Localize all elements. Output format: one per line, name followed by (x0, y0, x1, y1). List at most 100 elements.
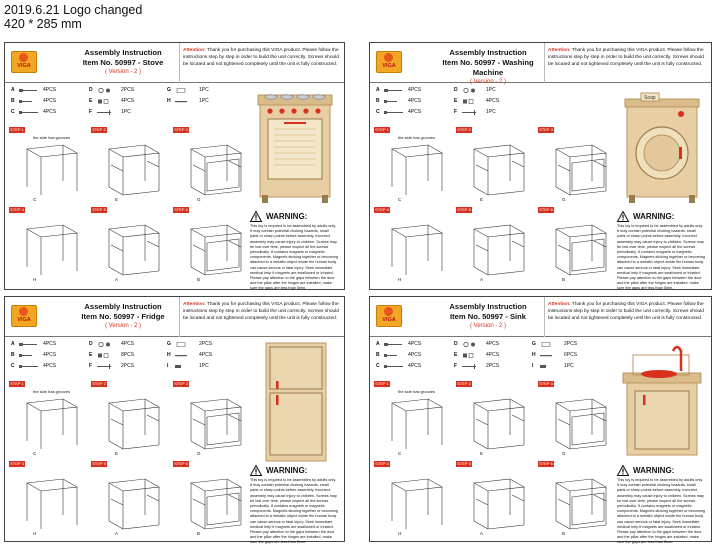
assembly-step-4: STEP 4 H (9, 207, 87, 282)
svg-text:B: B (197, 277, 200, 282)
part-letter: F (454, 109, 458, 115)
step-label: STEP 1 (9, 127, 25, 133)
step-label: STEP 5 (456, 461, 472, 467)
step-note: the side has grooves (398, 389, 435, 394)
screw-icon (19, 353, 39, 358)
screw-icon (462, 363, 482, 369)
step-label: STEP 6 (538, 207, 554, 213)
svg-text:B: B (562, 531, 565, 536)
version-label: ( Version - 2 ) (469, 79, 506, 85)
part-letter: A (11, 87, 15, 93)
part-qty: 1PC (564, 363, 574, 369)
part-letter: H (167, 352, 171, 358)
viga-logo: VIGA (376, 51, 402, 73)
item-number: Item No. 50997 - Fridge (81, 312, 165, 321)
screw-icon (19, 110, 39, 115)
screw-icon (97, 363, 117, 369)
screw-icon (462, 352, 482, 358)
svg-text:H: H (33, 277, 36, 282)
warning-box: WARNING: This toy is required to be asse… (616, 210, 706, 292)
svg-text:C: C (398, 451, 402, 456)
part-b: B 4PCS (376, 352, 421, 358)
warning-title: WARNING: (633, 465, 675, 475)
part-letter: H (167, 98, 171, 104)
part-h: H 4PCS (167, 352, 212, 358)
part-letter: C (11, 363, 15, 369)
part-letter: G (167, 341, 171, 347)
part-letter: B (376, 352, 380, 358)
part-letter: G (532, 341, 536, 347)
assembly-title: Assembly Instruction (449, 48, 527, 57)
warning-title: WARNING: (266, 465, 308, 475)
part-letter: C (11, 109, 15, 115)
step-label: STEP 6 (173, 461, 189, 467)
step-label: STEP 1 (9, 381, 25, 387)
warning-text: This toy is required to be assembled by … (617, 224, 706, 291)
part-qty: 4PCS (408, 98, 422, 104)
step-label: STEP 4 (9, 207, 25, 213)
viga-logo: VIGA (376, 305, 402, 327)
instruction-sheet-washing-machine: VIGA Assembly Instruction Item No. 50997… (369, 42, 712, 290)
part-qty: 4PCS (121, 341, 135, 347)
product-photo (254, 341, 336, 462)
viga-logo: VIGA (11, 51, 37, 73)
part-qty: 4PCS (199, 352, 213, 358)
step-label: STEP 5 (91, 207, 107, 213)
part-letter: D (89, 341, 93, 347)
svg-text:G: G (197, 197, 201, 202)
part-letter: D (454, 341, 458, 347)
screw-icon (97, 109, 117, 115)
step-label: STEP 3 (173, 381, 189, 387)
sheet-title: Assembly Instruction Item No. 50997 - Fr… (65, 302, 181, 330)
part-qty: 1PC (486, 109, 496, 115)
sheet-header: VIGA Assembly Instruction Item No. 50997… (5, 297, 344, 337)
part-qty: 1PC (199, 98, 209, 104)
screw-icon (175, 353, 195, 358)
item-number: Item No. 50997 - Sink (450, 312, 526, 321)
step-note: the side has grooves (33, 389, 70, 394)
part-qty: 4PCS (486, 98, 500, 104)
step-label: STEP 1 (374, 127, 390, 133)
part-letter: C (376, 109, 380, 115)
part-qty: 4PCS (408, 352, 422, 358)
screw-icon (384, 364, 404, 369)
instruction-sheet-stove: VIGA Assembly Instruction Item No. 50997… (4, 42, 345, 290)
part-letter: G (167, 87, 171, 93)
svg-text:E: E (115, 197, 118, 202)
product-photo: Soap (621, 87, 703, 205)
part-qty: 4PCS (43, 109, 57, 115)
screw-icon (97, 341, 117, 347)
warning-box: WARNING: This toy is required to be asse… (616, 464, 705, 546)
part-f: F 1PC (454, 109, 496, 115)
warning-triangle-icon (249, 210, 263, 222)
part-qty: 4PCS (43, 98, 57, 104)
step-label: STEP 2 (456, 381, 472, 387)
part-qty: 4PCS (486, 341, 500, 347)
svg-text:E: E (480, 197, 483, 202)
svg-text:A: A (115, 531, 118, 536)
warning-title: WARNING: (633, 211, 675, 221)
part-qty: 4PCS (43, 352, 57, 358)
svg-text:E: E (480, 451, 483, 456)
screw-icon (540, 341, 560, 347)
version-label: ( Version - 2 ) (104, 69, 141, 75)
